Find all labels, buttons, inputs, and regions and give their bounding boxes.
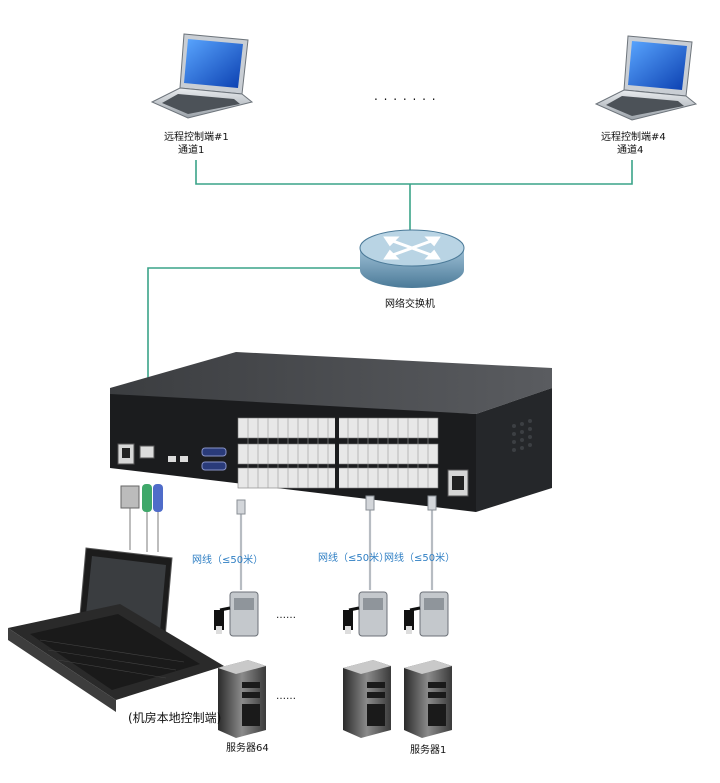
ellipsis-dots: . . . . . . . <box>374 89 437 103</box>
server-label: 服务器64 <box>226 743 269 754</box>
kvm-adapter-icon <box>404 591 449 637</box>
kvm-adapter-icon <box>343 591 388 637</box>
server-tower-icon <box>404 660 452 738</box>
kvm-switch-unit <box>110 352 552 512</box>
local-console-label: (机房本地控制端) <box>128 711 222 725</box>
server-label: 服务器1 <box>410 745 447 756</box>
cable-length-label: 网线（≤50米） <box>384 553 456 564</box>
remote-console-label: 远程控制端#1 <box>164 132 229 143</box>
router-icon <box>359 229 465 288</box>
rj45-plug-icon <box>236 499 246 515</box>
remote-console-label: 远程控制端#4 <box>601 132 666 143</box>
ellipsis-dots: …… <box>276 610 296 621</box>
ps2-connector-icon <box>153 484 163 512</box>
remote-channel-label: 通道1 <box>178 145 205 156</box>
console-cables <box>120 484 163 552</box>
remote-bus-line <box>195 160 633 185</box>
switch-label: 网络交换机 <box>385 299 435 310</box>
ps2-connector-icon <box>142 484 152 512</box>
ellipsis-dots: …… <box>276 691 296 702</box>
rj45-plug-icon <box>427 495 437 511</box>
cable-length-label: 网线（≤50米） <box>318 553 390 564</box>
laptop-icon <box>150 33 254 119</box>
vga-connector-icon <box>120 485 140 509</box>
cable-length-label: 网线（≤50米） <box>192 555 264 566</box>
server-tower-icon <box>218 660 266 738</box>
laptop-icon <box>594 35 698 121</box>
cat5-cables <box>239 506 434 590</box>
remote-channel-label: 通道4 <box>617 145 644 156</box>
local-console-icon <box>8 547 224 712</box>
server-tower-icon <box>343 660 391 738</box>
rj45-plug-icon <box>365 495 375 511</box>
kvm-adapter-icon <box>214 591 259 637</box>
